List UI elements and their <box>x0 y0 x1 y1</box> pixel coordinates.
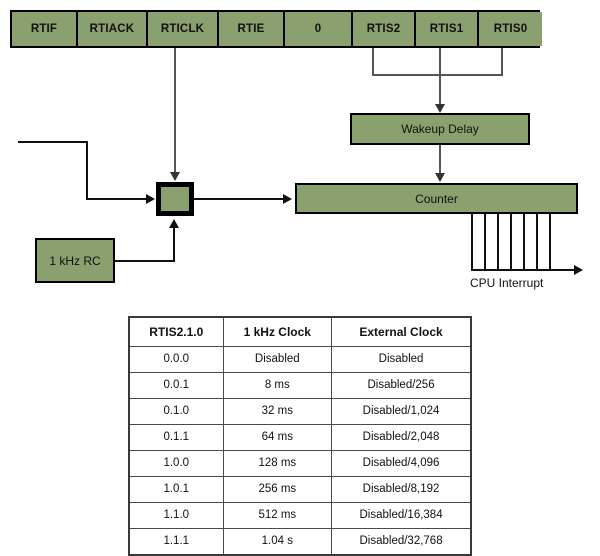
register-bit-rtiack: RTIACK <box>78 12 148 46</box>
table-header-row: RTIS2.1.0 1 kHz Clock External Clock <box>128 316 472 347</box>
counter-tap-line <box>471 213 473 270</box>
table-cell: 256 ms <box>222 476 333 503</box>
table-cell: 1.0.0 <box>128 450 224 477</box>
rticlk-wire <box>174 48 176 174</box>
table-header-external: External Clock <box>331 316 472 347</box>
register-bit-rtis1: RTIS1 <box>416 12 479 46</box>
cpu-interrupt-arrowhead-icon <box>574 265 583 275</box>
table-cell: Disabled/16,384 <box>331 502 472 529</box>
table-cell: 1.0.1 <box>128 476 224 503</box>
counter-block: Counter <box>295 183 578 214</box>
counter-label: Counter <box>415 191 458 206</box>
table-cell: Disabled/8,192 <box>331 476 472 503</box>
table-cell: 128 ms <box>222 450 333 477</box>
counter-tap-line <box>549 213 551 270</box>
table-cell: Disabled/32,768 <box>331 528 472 556</box>
table-cell: Disabled/1,024 <box>331 398 472 425</box>
register-bit-rticlk: RTICLK <box>148 12 219 46</box>
counter-tap-line <box>484 213 486 270</box>
mux-to-counter-wire <box>194 198 284 200</box>
mux-external-input-arrowhead-icon <box>146 194 155 204</box>
rtis1-drop-wire <box>439 48 441 75</box>
wakeup-input-arrowhead-icon <box>435 104 445 113</box>
register-bit-0: 0 <box>285 12 353 46</box>
counter-input-arrowhead-icon <box>435 173 445 182</box>
mux-rc-input-arrowhead-icon <box>169 219 179 228</box>
table-cell: 512 ms <box>222 502 333 529</box>
rtis-bus-wire <box>372 74 503 76</box>
counter-clock-arrowhead-icon <box>283 194 292 204</box>
table-cell: 1.1.1 <box>128 528 224 556</box>
external-clock-drop-wire <box>86 141 88 199</box>
cpu-interrupt-label: CPU Interrupt <box>470 276 544 290</box>
table-cell: 8 ms <box>222 372 333 399</box>
table-header-rtis: RTIS2.1.0 <box>128 316 224 347</box>
counter-tap-line <box>536 213 538 270</box>
rc-oscillator-label: 1 kHz RC <box>49 253 101 268</box>
counter-tap-line <box>497 213 499 270</box>
rtis2-drop-wire <box>372 48 374 75</box>
external-clock-input-wire <box>18 141 88 143</box>
rticlk-arrowhead-icon <box>170 172 180 181</box>
rc-osc-to-mux-wire <box>173 228 175 261</box>
register-bit-rtie: RTIE <box>219 12 285 46</box>
rtis0-drop-wire <box>501 48 503 75</box>
wakeup-to-counter-wire <box>439 145 441 175</box>
table-cell: 64 ms <box>222 424 333 451</box>
table-cell: Disabled/2,048 <box>331 424 472 451</box>
cpu-interrupt-wire <box>471 269 575 271</box>
wakeup-delay-label: Wakeup Delay <box>401 122 479 136</box>
rtis-bus-to-wakeup-wire <box>439 74 441 107</box>
register-bit-rtif: RTIF <box>12 12 78 46</box>
register-bit-rtis2: RTIS2 <box>353 12 416 46</box>
table-cell: 32 ms <box>222 398 333 425</box>
wakeup-delay-block: Wakeup Delay <box>350 113 530 145</box>
table-cell: Disabled <box>222 346 333 373</box>
rc-oscillator-block: 1 kHz RC <box>35 238 115 283</box>
table-cell: Disabled/256 <box>331 372 472 399</box>
table-header-1khz: 1 kHz Clock <box>222 316 333 347</box>
counter-tap-line <box>510 213 512 270</box>
table-cell: 1.04 s <box>222 528 333 556</box>
table-cell: 0.1.1 <box>128 424 224 451</box>
counter-tap-line <box>523 213 525 270</box>
table-cell: Disabled/4,096 <box>331 450 472 477</box>
table-cell: Disabled <box>331 346 472 373</box>
external-clock-to-mux-wire <box>86 198 148 200</box>
rtis-timing-table: RTIS2.1.0 1 kHz Clock External Clock 0.0… <box>128 316 472 556</box>
rc-osc-output-wire <box>115 260 175 262</box>
table-cell: 0.0.1 <box>128 372 224 399</box>
table-cell: 0.1.0 <box>128 398 224 425</box>
clock-select-mux <box>156 182 194 216</box>
table-cell: 0.0.0 <box>128 346 224 373</box>
register-bit-rtis0: RTIS0 <box>479 12 542 46</box>
table-cell: 1.1.0 <box>128 502 224 529</box>
